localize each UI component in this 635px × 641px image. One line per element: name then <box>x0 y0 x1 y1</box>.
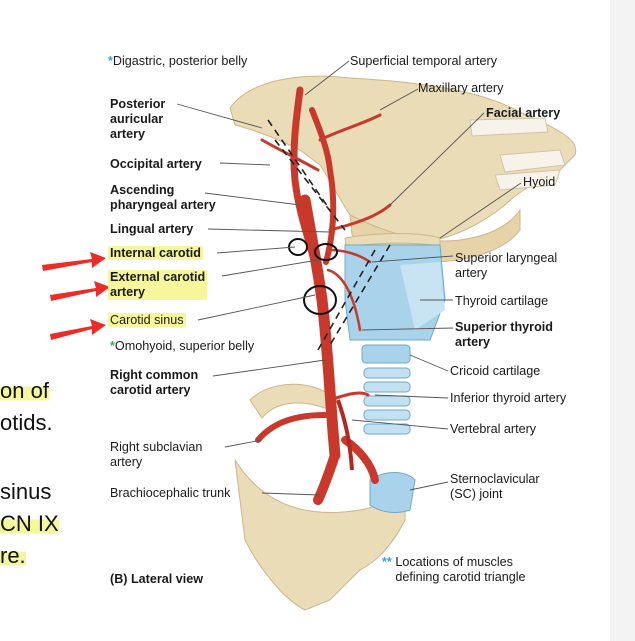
label-superior-laryngeal: Superior laryngeal artery <box>455 251 558 280</box>
label-vertebral: Vertebral artery <box>450 422 537 436</box>
slide-text-line-5: re. <box>0 543 26 568</box>
label-lingual: Lingual artery <box>110 222 194 236</box>
slide-text-line-3: sinus <box>0 479 52 504</box>
label-carotid-sinus: Carotid sinus <box>108 313 186 327</box>
legend-carotid-triangle: ** Locations of muscles defining carotid… <box>382 555 526 584</box>
label-internal-carotid: Internal carotid <box>108 246 203 260</box>
label-brachiocephalic: Brachiocephalic trunk <box>110 486 231 500</box>
label-thyroid-cartilage: Thyroid cartilage <box>455 294 549 308</box>
larynx-cartilage <box>344 244 446 435</box>
arteries <box>255 86 392 505</box>
carotid-triangle-boundaries <box>267 119 391 351</box>
label-omohyoid: *Omohyoid, superior belly <box>110 339 255 353</box>
annotation-circles <box>288 238 338 315</box>
label-sternoclavicular: Sternoclavicular (SC) joint <box>450 472 540 501</box>
arrow-carotid-sinus <box>50 319 106 340</box>
arrow-external-carotid <box>50 281 110 301</box>
side-panel-edge <box>610 0 635 641</box>
slide-text-line-4: CN IX <box>0 511 59 536</box>
label-posterior-auricular: Posterior auricular artery <box>110 97 166 141</box>
clavicle-bone <box>234 383 416 611</box>
label-hyoid: Hyoid <box>523 175 556 189</box>
red-arrows <box>42 252 110 340</box>
slide-text-line-1: on of <box>0 378 49 403</box>
label-superficial-temporal: Superficial temporal artery <box>350 54 497 68</box>
label-right-common-carotid: Right common carotid artery <box>110 368 199 397</box>
leader-lines <box>176 60 522 496</box>
label-external-carotid: External carotid artery <box>108 270 208 300</box>
label-inferior-thyroid: Inferior thyroid artery <box>450 391 567 405</box>
slide-text-line-2: otids. <box>0 410 53 435</box>
label-digastric: *Digastric, posterior belly <box>108 54 248 68</box>
arrow-internal-carotid <box>42 252 106 271</box>
label-ascending-pharyngeal: Ascending pharyngeal artery <box>110 183 216 212</box>
label-superior-thyroid: Superior thyroid artery <box>455 320 553 349</box>
label-facial: Facial artery <box>486 106 561 120</box>
label-right-subclavian: Right subclavian artery <box>110 440 203 469</box>
label-cricoid: Cricoid cartilage <box>450 364 541 378</box>
vertebral-artery-vessel <box>336 399 354 471</box>
label-occipital: Occipital artery <box>110 157 202 171</box>
label-maxillary: Maxillary artery <box>418 81 504 95</box>
label-view: (B) Lateral view <box>110 572 204 586</box>
